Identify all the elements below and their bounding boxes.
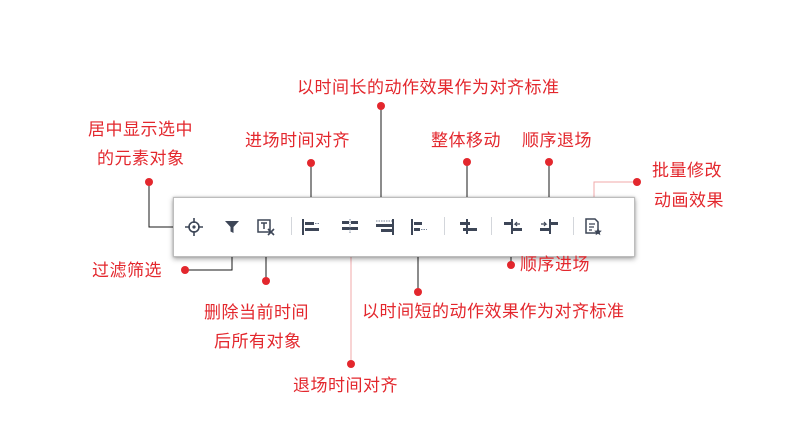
sequential-exit-button[interactable] <box>537 215 561 239</box>
dot-align-exit <box>347 360 355 368</box>
sequential-enter-button[interactable] <box>501 215 525 239</box>
align-exit-time-button[interactable] <box>338 215 362 239</box>
annotation-batch-edit-line2: 动画效果 <box>654 191 724 211</box>
sequential-exit-icon <box>540 219 558 234</box>
dot-sequential-exit <box>545 158 553 166</box>
batch-edit-button[interactable] <box>581 215 605 239</box>
dot-move-all <box>463 158 471 166</box>
toolbar-separator <box>444 217 445 235</box>
toolbar-separator <box>291 217 292 235</box>
sequential-enter-icon <box>504 219 522 234</box>
annotation-sequential-enter: 顺序进场 <box>520 255 590 275</box>
center-selected-button[interactable] <box>182 215 206 239</box>
align-shortest-button[interactable] <box>407 215 431 239</box>
annotation-align-exit: 退场时间对齐 <box>293 376 398 396</box>
dot-batch-edit <box>633 178 641 186</box>
annotation-sequential-exit: 顺序退场 <box>522 131 592 151</box>
dot-align-longest <box>377 102 385 110</box>
dot-filter <box>181 266 189 274</box>
align-shortest-icon <box>411 219 427 235</box>
annotation-delete-after-line1: 删除当前时间 <box>204 303 309 323</box>
align-longest-button[interactable] <box>373 215 397 239</box>
animation-toolbar <box>173 197 635 257</box>
annotation-filter: 过滤筛选 <box>92 261 162 281</box>
dot-delete-after <box>262 277 270 285</box>
batch-edit-icon <box>585 218 602 236</box>
filter-button[interactable] <box>220 215 244 239</box>
annotation-delete-after-line2: 后所有对象 <box>214 332 302 352</box>
align-enter-time-button[interactable] <box>299 215 323 239</box>
filter-icon <box>225 221 239 233</box>
align-longest-icon <box>376 219 394 235</box>
annotation-center-selected-line1: 居中显示选中 <box>88 120 193 140</box>
annotation-align-shortest: 以时间短的动作效果作为对齐标准 <box>362 302 625 322</box>
toolbar-separator <box>573 217 574 235</box>
annotation-center-selected-line2: 的元素对象 <box>97 149 185 169</box>
delete-objects-icon <box>257 219 275 236</box>
align-enter-icon <box>302 219 320 235</box>
delete-after-time-button[interactable] <box>254 215 278 239</box>
align-exit-icon <box>342 219 358 233</box>
move-all-button[interactable] <box>456 215 480 239</box>
annotation-align-longest: 以时间长的动作效果作为对齐标准 <box>297 78 560 98</box>
annotation-move-all: 整体移动 <box>431 131 501 151</box>
crosshair-icon <box>185 218 203 236</box>
move-all-icon <box>460 219 477 234</box>
dot-center-selected <box>145 178 153 186</box>
toolbar-separator <box>491 217 492 235</box>
dot-align-enter <box>307 159 315 167</box>
annotation-batch-edit-line1: 批量修改 <box>652 161 722 181</box>
dot-align-shortest <box>414 288 422 296</box>
annotation-align-enter: 进场时间对齐 <box>245 131 350 151</box>
dot-sequential-enter <box>507 261 515 269</box>
